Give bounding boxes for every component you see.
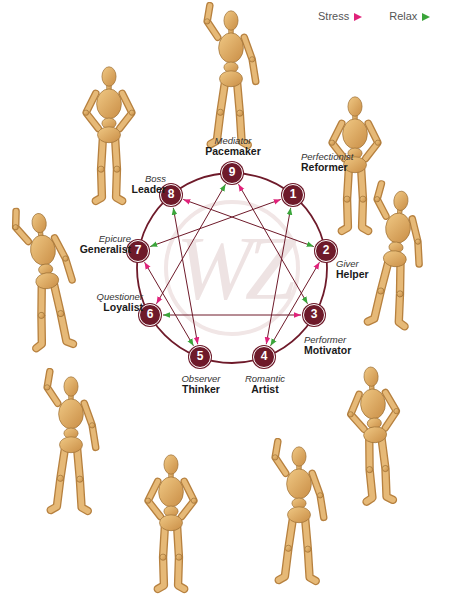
type-circle: 7EpicureGeneralist	[127, 240, 149, 262]
alt-name: Epicure	[80, 233, 131, 244]
type-name: Reformer	[301, 162, 353, 173]
type-number: 7	[128, 241, 148, 261]
alt-name: Romantic	[245, 373, 285, 384]
direction-line	[266, 208, 290, 344]
legend-text: Relax	[389, 10, 417, 22]
type-circle: 6QuestionerLoyalist	[139, 304, 161, 326]
mannequin-figure	[45, 372, 96, 511]
type-label: EpicureGeneralist	[80, 233, 131, 255]
type-number: 5	[190, 347, 210, 367]
direction-line	[239, 184, 308, 303]
type-name: Motivator	[304, 345, 351, 356]
legend-entry: Stress	[318, 10, 363, 22]
alt-name: Questioner	[97, 291, 143, 302]
mannequin-figure	[345, 365, 405, 502]
type-name: Generalist	[80, 244, 131, 255]
type-label: GiverHelper	[336, 258, 369, 280]
type-label: RomanticArtist	[245, 373, 285, 395]
legend-arrow	[421, 12, 431, 22]
mannequin-figure	[362, 183, 427, 327]
type-name: Thinker	[181, 384, 220, 395]
type-number: 1	[283, 185, 303, 205]
type-number: 3	[304, 305, 324, 325]
direction-line	[157, 184, 226, 303]
type-circle: 8BossLeader	[160, 184, 182, 206]
arrow-sample	[422, 13, 430, 21]
type-name: Pacemaker	[205, 146, 260, 157]
type-label: MediatorPacemaker	[205, 135, 260, 157]
alt-name: Observer	[181, 373, 220, 384]
type-name: Helper	[336, 269, 369, 280]
type-name: Leader	[132, 184, 166, 195]
enneagram-ring	[137, 173, 327, 363]
alt-name: Boss	[132, 173, 166, 184]
mannequin-figure	[145, 455, 196, 589]
type-name: Loyalist	[97, 302, 143, 313]
type-circle: 2GiverHelper	[315, 240, 337, 262]
mannequin-figure	[273, 442, 324, 581]
type-circle: 3PerformerMotivator	[303, 304, 325, 326]
alt-name: Performer	[304, 334, 351, 345]
direction-line	[173, 208, 197, 344]
type-label: PerfectionistReformer	[301, 151, 353, 173]
alt-name: Mediator	[205, 135, 260, 146]
type-label: BossLeader	[132, 173, 166, 195]
type-number: 6	[140, 305, 160, 325]
legend-text: Stress	[318, 10, 349, 22]
type-label: ObserverThinker	[181, 373, 220, 395]
type-number: 4	[254, 347, 274, 367]
mannequin-figure	[83, 67, 134, 201]
type-label: PerformerMotivator	[304, 334, 351, 356]
type-name: Artist	[245, 384, 285, 395]
type-circle: 9MediatorPacemaker	[221, 162, 243, 184]
type-number: 9	[222, 163, 242, 183]
direction-line	[163, 315, 301, 316]
type-label: QuestionerLoyalist	[97, 291, 143, 313]
mannequin-figure	[205, 6, 256, 145]
legend-entry: Relax	[389, 10, 431, 22]
alt-name: Perfectionist	[301, 151, 353, 162]
arrow-sample	[354, 13, 362, 21]
type-number: 2	[316, 241, 336, 261]
type-circle: 4RomanticArtist	[253, 346, 275, 368]
watermark: WZ	[176, 217, 288, 319]
mannequin-figure	[11, 205, 81, 350]
type-circle: 5ObserverThinker	[189, 346, 211, 368]
legend-arrow	[353, 12, 363, 22]
type-circle: 1PerfectionistReformer	[282, 184, 304, 206]
watermark-circle	[166, 202, 298, 334]
alt-name: Giver	[336, 258, 369, 269]
